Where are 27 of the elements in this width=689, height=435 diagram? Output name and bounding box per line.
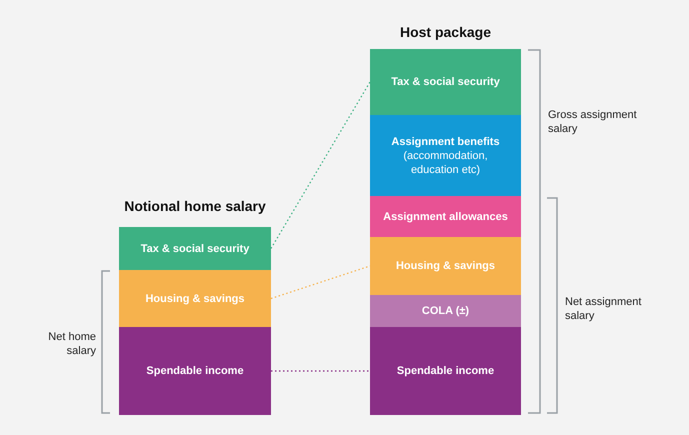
salary-segment (370, 115, 521, 196)
segment-label: Tax & social security (140, 242, 250, 256)
dotted-connector (270, 265, 370, 300)
segment-label: Assignment benefits (391, 134, 500, 148)
salary-segment (119, 327, 271, 415)
segment-note: (accommodation, education etc) (402, 148, 489, 176)
salary-segment (119, 270, 271, 327)
bracket-label: Net home salary (47, 330, 96, 358)
segment-label: Assignment allowances (383, 210, 508, 224)
salary-segment (370, 327, 521, 415)
dotted-connector (270, 82, 371, 249)
salary-segment (119, 227, 271, 270)
bracket-label: Gross assignment salary (548, 108, 638, 136)
salary-segment (370, 295, 521, 327)
salary-segment (370, 196, 521, 237)
salary-segment (370, 49, 521, 115)
segment-label: Tax & social security (391, 75, 500, 89)
column-heading: Host package (398, 23, 492, 42)
segment-label: Housing & savings (145, 292, 245, 306)
bracket-label: Net assignment salary (565, 295, 642, 323)
column-heading: Notional home salary (123, 197, 267, 216)
dotted-connector (271, 370, 370, 372)
salary-segment (370, 237, 521, 295)
segment-label: Spendable income (146, 364, 244, 378)
segment-label: COLA (±) (422, 304, 470, 318)
segment-label: Spendable income (396, 364, 494, 378)
segment-label: Housing & savings (396, 259, 496, 273)
